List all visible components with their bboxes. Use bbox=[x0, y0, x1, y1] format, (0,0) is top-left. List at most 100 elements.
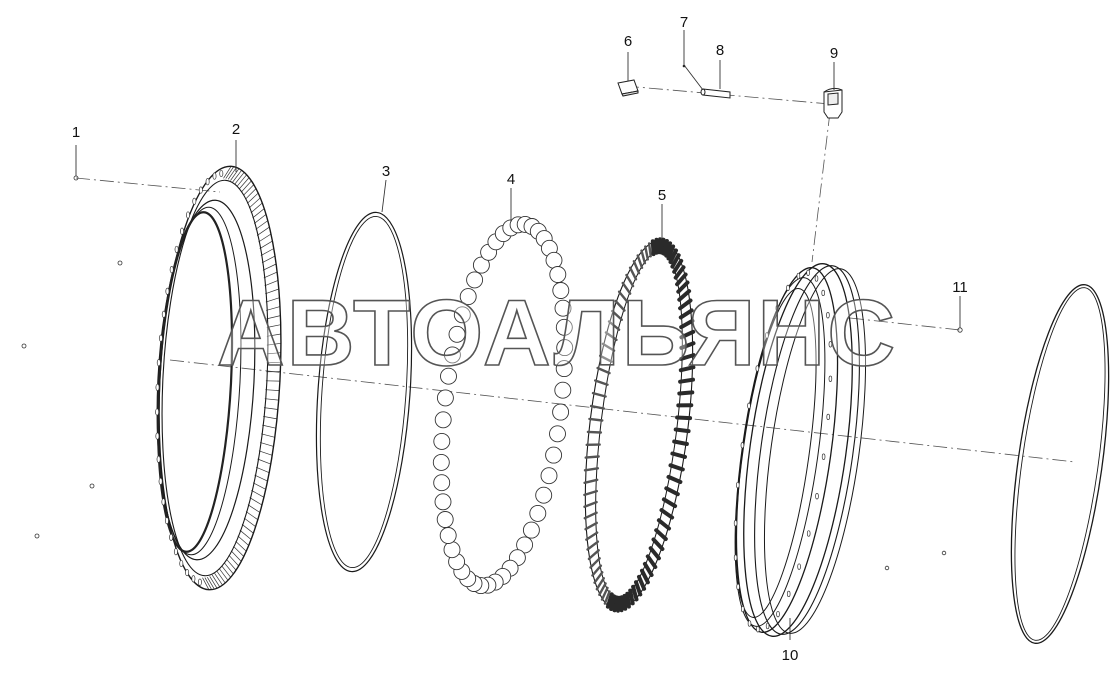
roller bbox=[630, 268, 636, 280]
bolt-marker bbox=[942, 551, 946, 555]
bolt-marker bbox=[885, 566, 889, 570]
gear-tooth bbox=[210, 576, 217, 588]
gear-tooth bbox=[219, 569, 228, 581]
gear-tooth bbox=[235, 172, 244, 184]
gear-tooth bbox=[247, 193, 258, 203]
plug-part-9 bbox=[824, 88, 842, 118]
bolt-hole bbox=[157, 360, 160, 366]
ball bbox=[546, 252, 562, 268]
housing-hole bbox=[741, 443, 744, 449]
ball bbox=[541, 468, 557, 484]
gear-tooth bbox=[217, 571, 225, 583]
housing-hole bbox=[734, 555, 737, 561]
center-axis-lines bbox=[76, 86, 1075, 462]
housing-hole bbox=[748, 621, 751, 627]
roller bbox=[664, 499, 675, 506]
roller bbox=[651, 548, 659, 558]
bolt-hole bbox=[174, 549, 177, 555]
tube-part-8 bbox=[701, 89, 730, 98]
roller bbox=[645, 247, 648, 260]
bolt-hole bbox=[157, 456, 160, 462]
roller bbox=[585, 502, 597, 507]
housing-hole bbox=[734, 520, 737, 526]
roller bbox=[630, 591, 633, 604]
roller bbox=[648, 556, 656, 567]
bolt-hole bbox=[156, 409, 159, 415]
gear-tooth bbox=[259, 234, 272, 242]
bolt-hole bbox=[175, 246, 178, 252]
ball bbox=[435, 412, 451, 428]
housing-hole bbox=[816, 493, 819, 499]
bolt-hole bbox=[192, 576, 195, 582]
gear-tooth bbox=[244, 518, 256, 527]
ball bbox=[435, 494, 451, 510]
roller bbox=[591, 406, 604, 409]
gear-tooth bbox=[224, 563, 233, 574]
gear-tooth bbox=[259, 451, 272, 456]
ball bbox=[440, 528, 456, 544]
roller bbox=[653, 241, 654, 254]
bolt-hole bbox=[213, 173, 216, 179]
bolt-hole bbox=[170, 534, 173, 540]
roller bbox=[591, 558, 600, 567]
roller bbox=[679, 392, 692, 393]
bolt-marker bbox=[118, 261, 122, 265]
bolt-hole bbox=[186, 569, 189, 575]
callout-1: 1 bbox=[72, 124, 80, 141]
bolt-hole bbox=[193, 198, 196, 204]
roller bbox=[659, 239, 660, 252]
roller bbox=[671, 465, 683, 469]
bolt-hole bbox=[170, 266, 173, 272]
callout-9: 9 bbox=[830, 45, 838, 62]
gear-tooth bbox=[261, 249, 274, 256]
bolt-hole bbox=[180, 228, 183, 234]
ball bbox=[434, 475, 450, 491]
roller bbox=[649, 243, 651, 256]
callout-3: 3 bbox=[382, 163, 390, 180]
roller bbox=[633, 587, 636, 600]
roller bbox=[588, 432, 601, 433]
outer-seal-ring bbox=[993, 279, 1115, 649]
gear-tooth bbox=[246, 512, 258, 520]
ball bbox=[437, 390, 453, 406]
bolt-hole bbox=[180, 560, 183, 566]
roller bbox=[618, 598, 619, 611]
gear-tooth bbox=[260, 442, 274, 446]
gear-tooth bbox=[261, 434, 275, 438]
housing-hole bbox=[827, 414, 830, 420]
ball bbox=[437, 512, 453, 528]
gear-tooth bbox=[263, 264, 276, 270]
roller bbox=[625, 596, 626, 609]
ball bbox=[553, 404, 569, 420]
roller bbox=[627, 594, 629, 607]
housing-hole bbox=[777, 611, 780, 617]
roller bbox=[593, 393, 606, 396]
watermark-text: АВТОАЛЬЯНС bbox=[217, 280, 897, 385]
gear-tooth bbox=[264, 408, 278, 410]
roller bbox=[676, 430, 689, 432]
gear-tooth bbox=[263, 416, 277, 419]
roller bbox=[677, 418, 690, 419]
roller bbox=[586, 533, 597, 540]
bolt-hole bbox=[199, 187, 202, 193]
gear-tooth bbox=[262, 256, 275, 263]
ball bbox=[523, 522, 539, 538]
callout-5: 5 bbox=[658, 187, 666, 204]
roller bbox=[589, 550, 599, 559]
roller bbox=[638, 256, 642, 268]
callout-8: 8 bbox=[716, 42, 724, 59]
gear-tooth bbox=[260, 241, 273, 249]
callout-10: 10 bbox=[782, 647, 799, 664]
ball bbox=[536, 487, 552, 503]
housing-hole bbox=[822, 454, 825, 460]
roller bbox=[642, 251, 645, 264]
housing-hole bbox=[737, 584, 740, 590]
ball-set-part-4 bbox=[433, 216, 572, 593]
gear-tooth bbox=[212, 575, 220, 587]
gear-tooth bbox=[253, 483, 266, 490]
gear-tooth bbox=[245, 189, 256, 200]
gear-tooth bbox=[264, 272, 277, 278]
gear-tooth bbox=[239, 178, 249, 189]
